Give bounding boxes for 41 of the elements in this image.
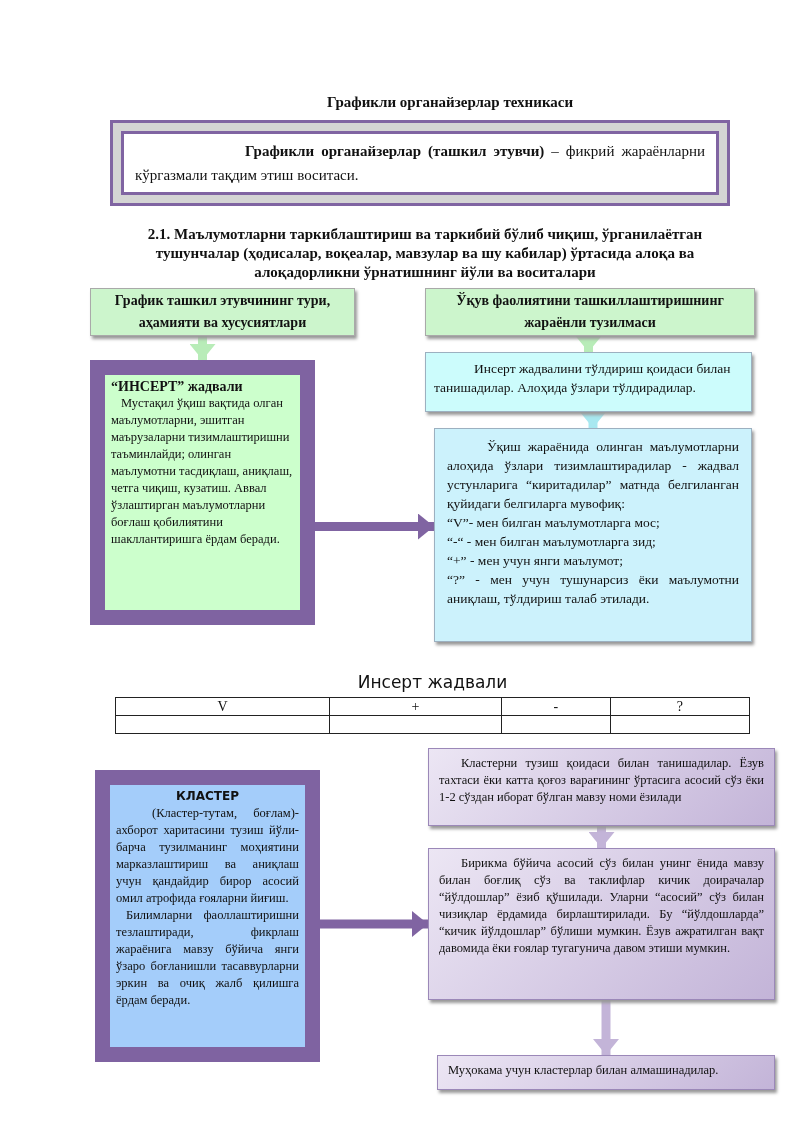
process-box — [428, 848, 775, 1000]
list-item: “+” - мен учун янги маълумот; — [447, 552, 624, 570]
process-box — [437, 1055, 775, 1090]
list-item: “V”- мен билган маълумотларга мос; — [447, 514, 661, 532]
arrow — [320, 911, 428, 937]
heading-text: Ўқув фаолиятини ташкиллаштиришнинг жараёнли тузилмаси — [455, 291, 725, 332]
column-header: - — [501, 697, 611, 716]
heading-text: “ИНСЕРТ” жадвали — [111, 378, 244, 395]
body-text: Муҳокама учун кластерлар билан алмашинадилар. — [448, 1062, 720, 1079]
arrow — [315, 513, 434, 540]
page-title: Графикли органайзерлар техникаси — [325, 94, 575, 111]
section-heading: 2.1. Маълумотларни таркиблаштириш ва таркибий бўлиб чиқиш, ўрганилаётган тушунчалар (ҳодисалар, воқеалар, мавзулар ва шу кабилар) ўртасида алоқа ва алоқадорликни ўрнатишнинг йўли ва воситалари — [146, 225, 704, 282]
table-title: Инсерт жадвали — [356, 672, 509, 692]
list-item: “-“ - мен билган маълумотларга зид; — [447, 533, 657, 551]
body-text: Билимларни фаоллаштиришни тезлаштиради, фикрлаш жараёнига мавзу бўйича янги ўзаро боғланишли тасаввурларни эркин ва очиқ жалб қилишга ёрдам беради. — [116, 907, 299, 1009]
arrow-callout-box — [90, 360, 315, 625]
body-text: Бирикма бўйича асосий сўз билан унинг ёнида мавзу билан боғлиқ сўз ва таклифлар кичик доирачалар “йўлдошлар” ёзиб қўшилади. Уларни “асосий” сўз билан чизиқлар ёрдамида бирлаштирилади. Бу “йўлдошларда” “кичик йўлдошлар” бўлиши мумкин. Ёзув ажратилган вақт давомида ёки ғоялар тугагунича давом этиши мумкин. — [439, 855, 764, 957]
process-box — [428, 748, 775, 826]
column-header: V — [115, 697, 330, 716]
heading-text: КЛАСТЕР — [174, 788, 240, 805]
definition-frame — [110, 120, 730, 206]
arrow — [593, 1000, 619, 1055]
arrow — [580, 412, 606, 428]
body-text: Инсерт жадвалини тўлдириш қоидаси билан танишадилар. Алоҳида ўзлари тўлдирадилар. — [434, 360, 732, 397]
callout-box — [425, 288, 755, 336]
arrow — [575, 336, 602, 352]
column-header: + — [329, 697, 502, 716]
process-box — [434, 428, 752, 642]
column-header: ? — [610, 697, 750, 716]
body-text: Мустақил ўқиш вақтида олган маълумотларни, эшитган маърузаларни тизимлаштиришни таъминлайди; олинган маълумотни тасдиқлаш, аниқлаш, четга чиқиш, кузатиш. Аввал ўзлаштирган маълумотларни боғлаш қобилиятини шакллантиришга ёрдам беради. — [111, 395, 294, 548]
body-text: Графикли органайзерлар (ташкил этувчи) – фикрий жараёнларни кўргазмали тақдим этиш воситаси. — [135, 142, 705, 185]
body-text: Кластерни тузиш қоидаси билан танишадилар. Ёзув тахтаси ёки катта қоғоз варағининг ўртасига асосий сўз ёки 1-2 сўздан иборат бўлган мавзу номи ёзилади — [439, 755, 764, 806]
list-item: “?” - мен учун тушунарсиз ёки маълумотни аниқлаш, тўлдириш талаб этилади. — [447, 571, 739, 608]
arrow — [588, 826, 615, 848]
body-text: Ўқиш жараёнида олинган маълумотларни алоҳида ўзлари тизимлаштирадилар - жадвал устунларига “киритадилар” матнда белгиланган қуйидаги белгиларга мувофиқ: — [447, 438, 739, 513]
body-text: (Кластер-тутам, боғлам)- ахборот харитасини тузиш йўли- барча тузилманинг моҳиятини марказлаштириш ва аниқлаш учун қандайдир бирор асосий омил атрофида ғояларни йиғиш. — [116, 805, 299, 907]
heading-text: График ташкил этувчининг тури, аҳамияти ва хусусиятлари — [113, 292, 332, 332]
process-box — [425, 352, 752, 412]
callout-box — [90, 288, 355, 336]
arrow-callout-box — [95, 770, 320, 1062]
arrow — [189, 336, 216, 360]
